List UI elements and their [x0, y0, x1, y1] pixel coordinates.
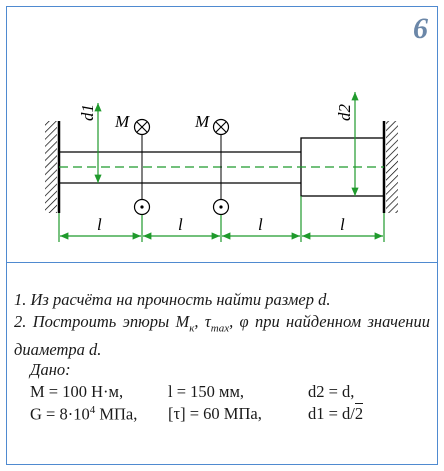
given-l: l = 150 мм, — [168, 382, 245, 401]
given-title: Дано: — [30, 360, 71, 379]
right-wall-hatch — [386, 121, 398, 213]
problem-number: 6 — [413, 12, 428, 45]
left-wall-hatch — [45, 121, 57, 213]
segment-label: l — [178, 215, 183, 234]
given-G: G = 8·104 МПа, — [30, 404, 138, 424]
task-list: 1. Из расчёта на прочность найти размер … — [14, 289, 430, 361]
shaft-diagram: M M d1 d2 l l l l — [45, 92, 398, 242]
card-divider — [6, 262, 438, 263]
label-M2: M — [194, 112, 210, 131]
task-item-1: 1. Из расчёта на прочность найти размер … — [14, 290, 331, 309]
segment-label: l — [340, 215, 345, 234]
segment-label: l — [97, 215, 102, 234]
given-tau: [τ] = 60 МПа, — [168, 404, 262, 423]
given-M: M = 100 Н·м, — [30, 382, 124, 401]
label-d1: d1 — [78, 104, 97, 121]
label-M1: M — [114, 112, 130, 131]
given-d1: d1 = d/2 — [308, 403, 364, 423]
given-d2: d2 = d, — [308, 382, 355, 401]
segment-label: l — [258, 215, 263, 234]
task-item-2: 2. Построить эпюры Mк, τmax, φ при найде… — [14, 312, 430, 360]
label-d2: d2 — [335, 104, 354, 122]
card-frame — [6, 6, 438, 465]
length-dimensions — [58, 196, 385, 242]
